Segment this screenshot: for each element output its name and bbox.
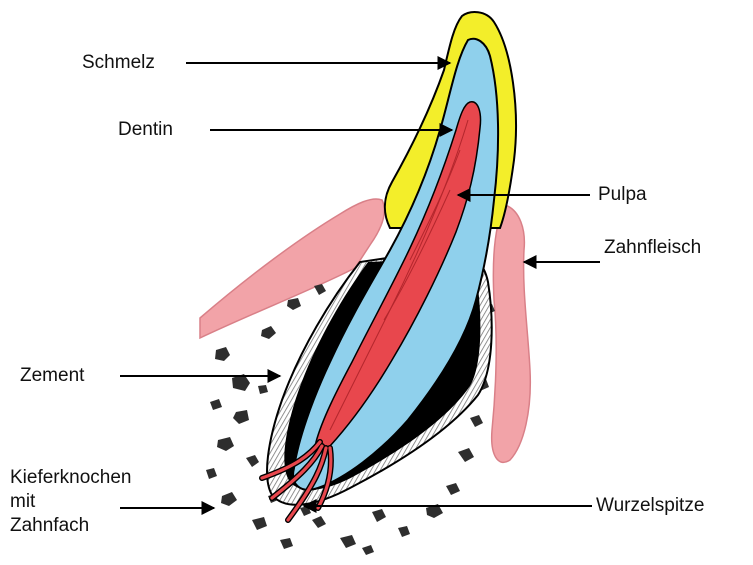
label-kieferknochen-line1: Kieferknochen bbox=[10, 466, 190, 490]
label-schmelz: Schmelz bbox=[82, 51, 155, 75]
label-kieferknochen: Kieferknochen mit Zahnfach bbox=[10, 466, 190, 538]
label-pulpa: Pulpa bbox=[598, 183, 647, 207]
label-kieferknochen-line2: mit bbox=[10, 490, 190, 514]
label-zement: Zement bbox=[20, 364, 84, 388]
label-wurzelspitze: Wurzelspitze bbox=[596, 494, 704, 518]
label-zahnfleisch: Zahnfleisch bbox=[604, 236, 701, 260]
label-dentin: Dentin bbox=[118, 118, 173, 142]
label-kieferknochen-line3: Zahnfach bbox=[10, 514, 190, 538]
gum-right bbox=[492, 205, 531, 462]
